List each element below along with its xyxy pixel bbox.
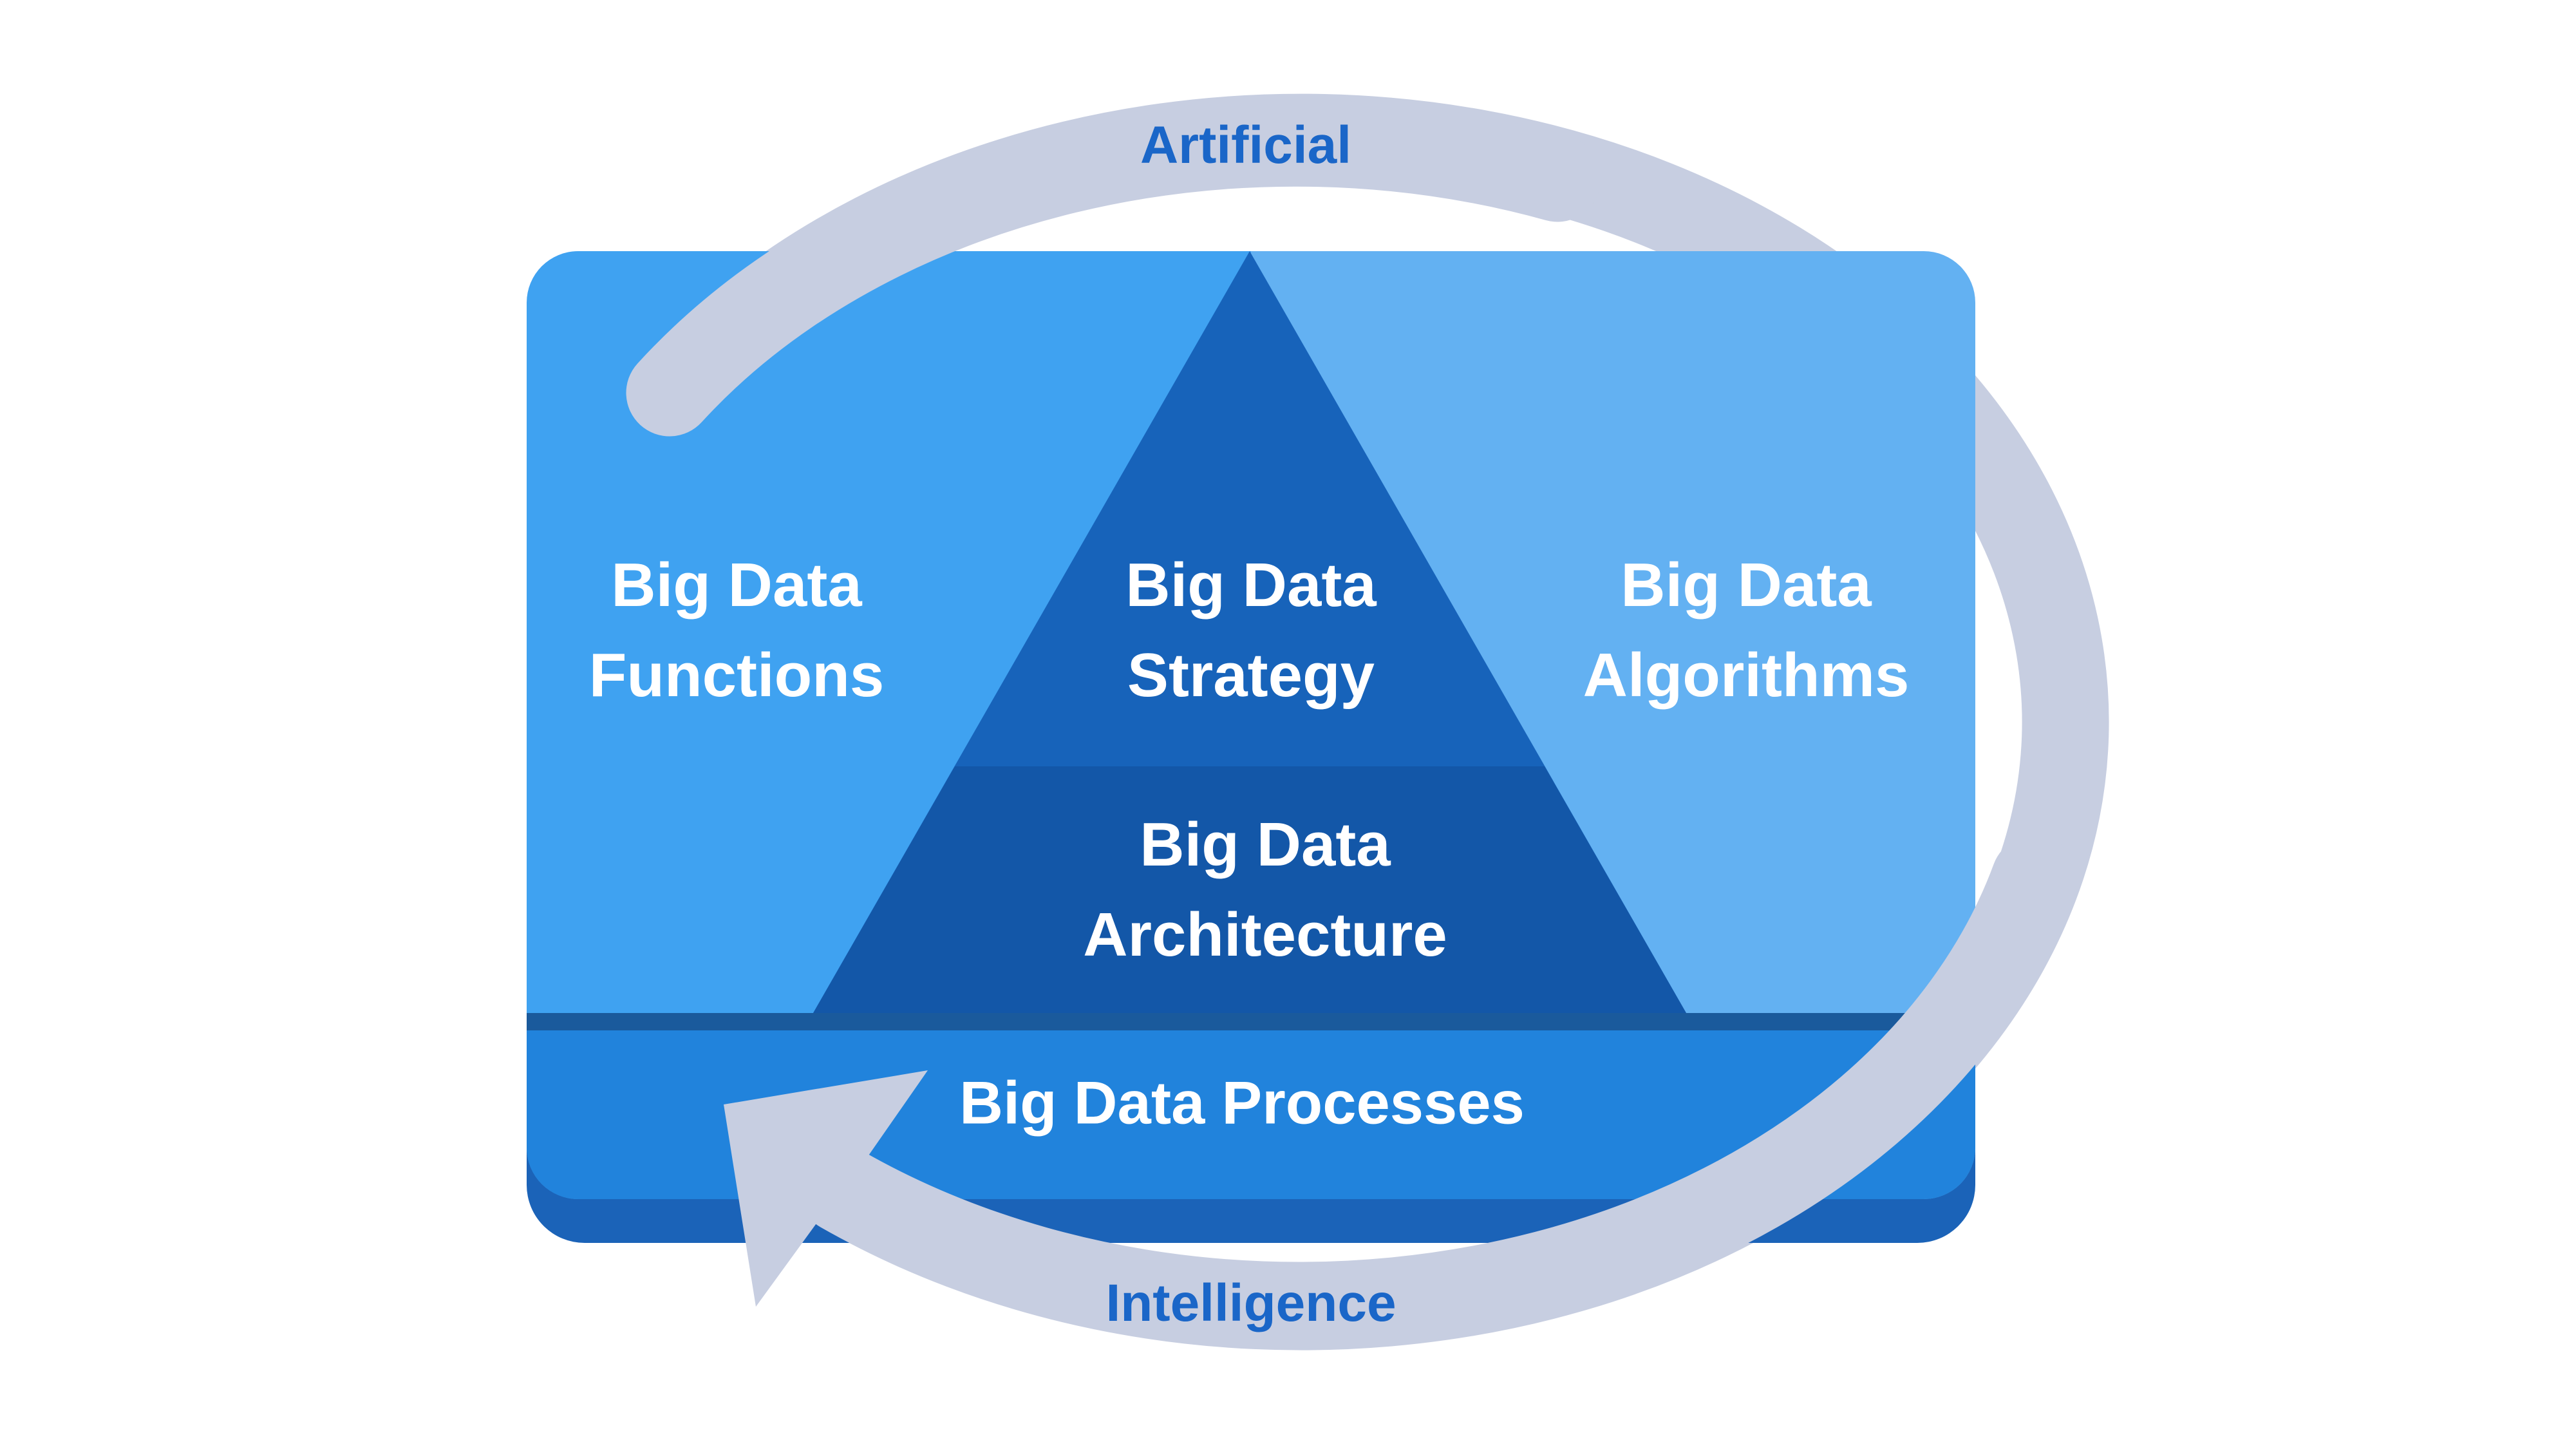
- cycle-arrowhead-icon: [724, 1070, 928, 1307]
- pyramid-strategy-label: Big Data Strategy: [1125, 550, 1377, 710]
- pyramid-architecture-band: [813, 766, 1686, 1013]
- pyramid-architecture-label: Big Data Architecture: [1083, 810, 1447, 969]
- cycle-bottom-label: Intelligence: [1105, 1274, 1396, 1333]
- left-panel-label: Big Data Functions: [588, 550, 885, 710]
- card-front: [527, 251, 1975, 1199]
- processes-band-label: Big Data Processes: [959, 1068, 1525, 1137]
- right-panel-label: Big Data Algorithms: [1583, 550, 1910, 710]
- cycle-top-label: Artificial: [1140, 116, 1352, 175]
- cycle-arc-front-cap: [626, 99, 1601, 437]
- cycle-arc-front-bottom: [798, 835, 2078, 1349]
- divider-strip: [527, 1013, 1975, 1030]
